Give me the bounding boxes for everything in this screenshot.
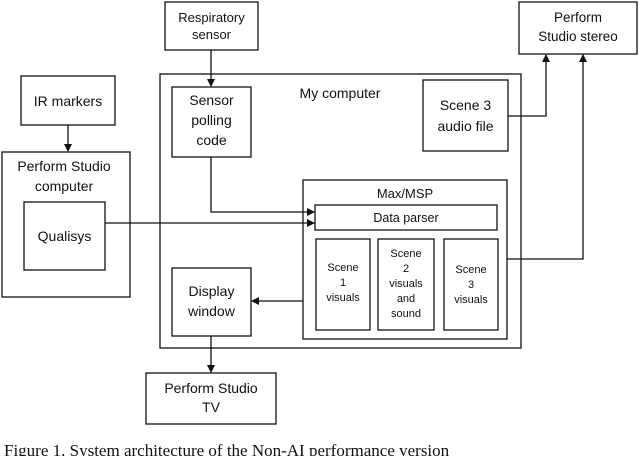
scene1-visuals-label-line: visuals	[326, 292, 360, 304]
respiratory-sensor-label: Respiratory sensor	[178, 10, 245, 42]
scene1-visuals-label: Scene 1 visuals	[326, 262, 360, 304]
sensor-polling-code-label: Sensor polling code	[189, 92, 234, 148]
ir-markers-label: IR markers	[34, 93, 102, 109]
perform-studio-computer-label-line: computer	[35, 178, 94, 194]
arrow-polling-to-dataparser	[210, 157, 315, 216]
display-window-label: Display window	[187, 283, 236, 319]
perform-studio-computer-label-line: Perform Studio	[17, 158, 111, 174]
scene3-audio-file-box	[422, 79, 509, 152]
scene2-visuals-sound-label-line: and	[397, 293, 415, 305]
scene2-visuals-sound-label-line: sound	[391, 308, 421, 320]
perform-studio-tv-label-line: Perform Studio	[164, 380, 258, 396]
display-window-label-line: Display	[189, 283, 235, 299]
data-parser-box	[314, 204, 498, 231]
my-computer-title: My computer	[300, 85, 381, 101]
scene2-visuals-sound-label-line: 2	[403, 263, 409, 275]
perform-studio-stereo-label-line: Perform	[554, 10, 602, 25]
sensor-polling-code-label-line: polling	[191, 112, 231, 128]
scene1-visuals-label-line: 1	[340, 277, 346, 289]
scene3-visuals-box	[443, 238, 499, 331]
scene3-audio-file-label: Scene 3 audio file	[437, 97, 493, 134]
scene2-visuals-sound-label-line: visuals	[389, 278, 423, 290]
qualisys-label: Qualisys	[38, 228, 92, 244]
scene1-visuals-label-line: Scene	[327, 262, 358, 274]
data-parser-label-line: Data parser	[373, 211, 438, 225]
scene1-visuals-box	[315, 238, 371, 331]
scene2-visuals-sound-box	[377, 238, 435, 331]
scene3-visuals-label-line: Scene	[455, 264, 486, 276]
scene3-visuals-label-line: 3	[468, 279, 474, 291]
perform-studio-stereo-label-line: Studio stereo	[538, 29, 618, 44]
respiratory-sensor-label-line: Respiratory	[178, 10, 245, 25]
respiratory-sensor-label-line: sensor	[192, 27, 232, 42]
sensor-polling-code-label-line: Sensor	[189, 92, 234, 108]
qualisys-label-line: Qualisys	[38, 228, 92, 244]
display-window-box	[171, 267, 252, 337]
scene3-audio-file-label-line: Scene 3	[440, 97, 492, 113]
data-parser-label: Data parser	[373, 211, 438, 225]
scene2-visuals-sound-label: Scene 2 visuals and sound	[389, 248, 423, 320]
figure-caption: Figure 1. System architecture of the Non…	[4, 441, 450, 456]
perform-studio-stereo-box	[518, 1, 638, 55]
scene3-visuals-label-line: visuals	[454, 294, 488, 306]
perform-studio-tv-box	[145, 372, 277, 425]
perform-studio-computer-box	[1, 151, 131, 298]
perform-studio-tv-label-line: TV	[202, 399, 221, 415]
perform-studio-computer-label: Perform Studio computer	[17, 158, 111, 194]
sensor-polling-code-label-line: code	[196, 132, 227, 148]
scene3-audio-file-label-line: audio file	[437, 118, 493, 134]
scene2-visuals-sound-label-line: Scene	[390, 248, 421, 260]
my-computer-title-line: My computer	[300, 85, 381, 101]
max-msp-title-line: Max/MSP	[377, 186, 433, 201]
arrow-audiofile-to-stereo	[508, 54, 550, 117]
ir-markers-label-line: IR markers	[34, 93, 102, 109]
scene3-visuals-label: Scene 3 visuals	[454, 264, 488, 306]
arrow-maxmsp-to-stereo	[507, 54, 587, 260]
display-window-label-line: window	[187, 303, 236, 319]
max-msp-title: Max/MSP	[377, 186, 433, 201]
qualisys-box	[23, 201, 106, 271]
my-computer-box	[159, 73, 522, 349]
